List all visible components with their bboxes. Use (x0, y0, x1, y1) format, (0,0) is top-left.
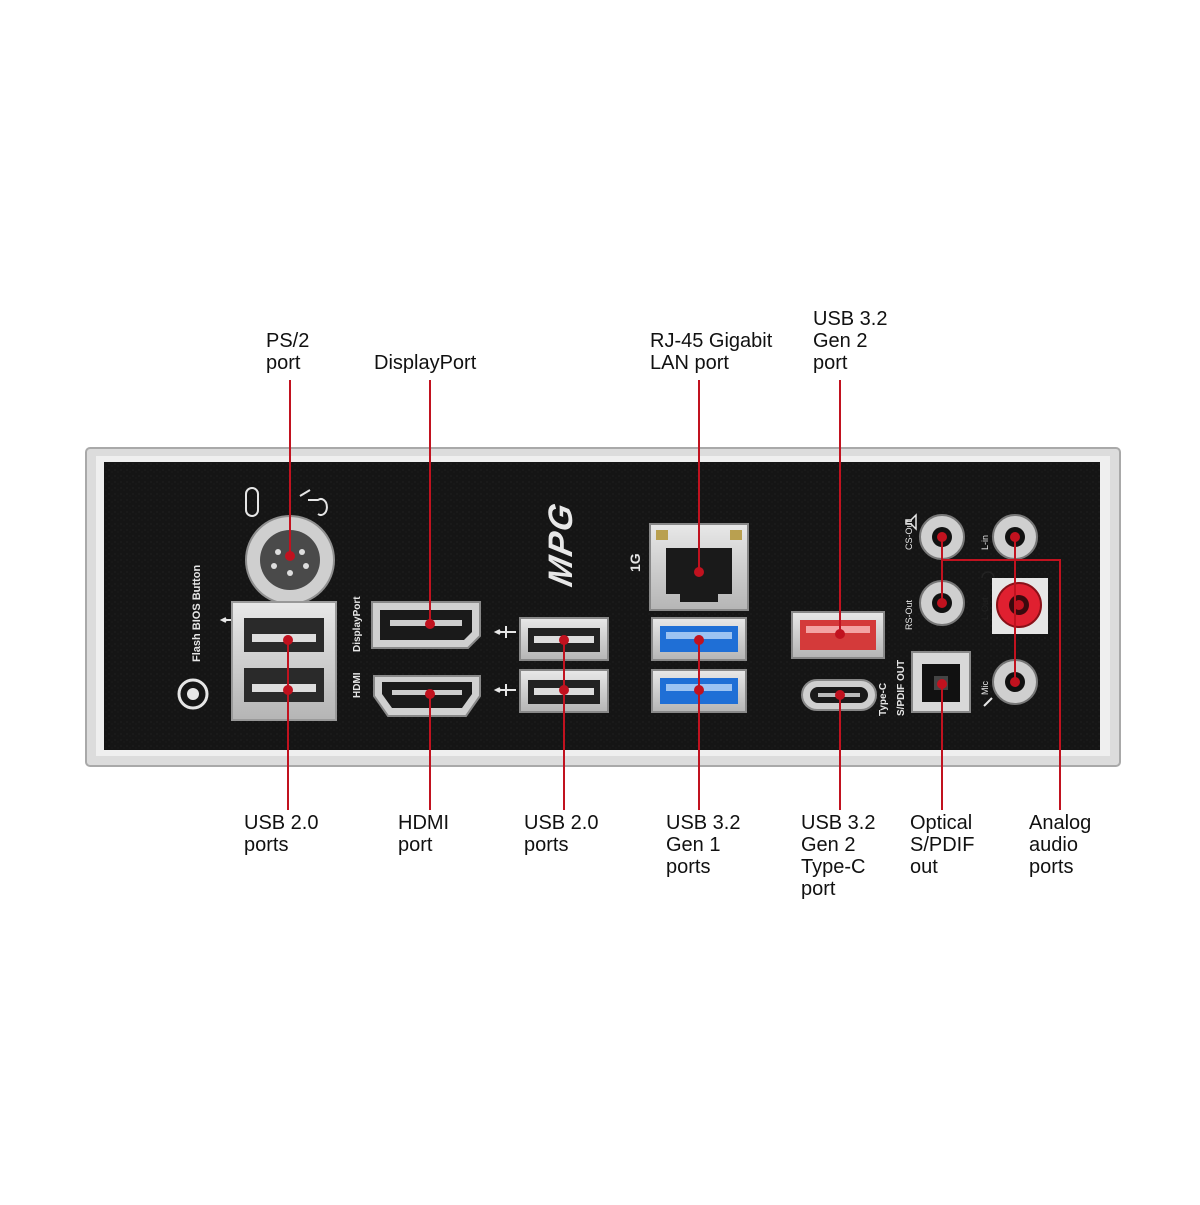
leader-audio (941, 537, 1061, 810)
label-displayport: DisplayPort (374, 352, 477, 374)
label-usb32-gen1: USB 3.2 Gen 1 ports (666, 812, 741, 878)
mouse-icon (299, 489, 328, 516)
cs-out-label: CS-Out (904, 519, 914, 550)
typec-vertical-label: Type-C (878, 683, 889, 716)
label-usb32-gen2-typec: USB 3.2 Gen 2 Type-C port (801, 812, 876, 900)
headphone-icon (981, 571, 995, 579)
displayport-port[interactable]: DisplayPort (352, 596, 481, 652)
flash-bios-label: Flash BIOS Button (191, 565, 203, 662)
displayport-vertical-label: DisplayPort (352, 596, 363, 652)
label-rj45-lan: RJ-45 Gigabit LAN port (650, 330, 773, 374)
label-analog-audio: Analog audio ports (1029, 812, 1092, 878)
mic-label: Mic (980, 681, 990, 695)
label-usb32-gen2: USB 3.2 Gen 2 port (813, 308, 888, 374)
flash-bios-button[interactable]: Flash BIOS Button (177, 565, 209, 710)
spdif-vertical-label: S/PDIF OUT (896, 660, 907, 716)
usb20-ports-left[interactable] (219, 601, 337, 721)
line-out-label: L-Out (980, 597, 990, 620)
leader-lines (283, 380, 1061, 810)
brand-logo: MPG (542, 498, 580, 589)
label-ps2-port: PS/2 port (266, 330, 310, 374)
label-optical-spdif: Optical S/PDIF out (910, 812, 975, 878)
usb-icon (493, 684, 516, 696)
usb-icon (493, 626, 516, 638)
hdmi-vertical-label: HDMI (352, 672, 363, 698)
line-in-label: L-in (980, 535, 990, 550)
lan-speed-label: 1G (627, 553, 643, 572)
label-usb20-left: USB 2.0 ports (244, 812, 319, 856)
rs-out-label: RS-Out (904, 599, 914, 630)
keyboard-icon (245, 487, 259, 517)
speaker-icon (905, 513, 917, 531)
mic-icon (983, 697, 993, 707)
label-hdmi: HDMI port (398, 812, 450, 856)
label-usb20-mid: USB 2.0 ports (524, 812, 599, 856)
